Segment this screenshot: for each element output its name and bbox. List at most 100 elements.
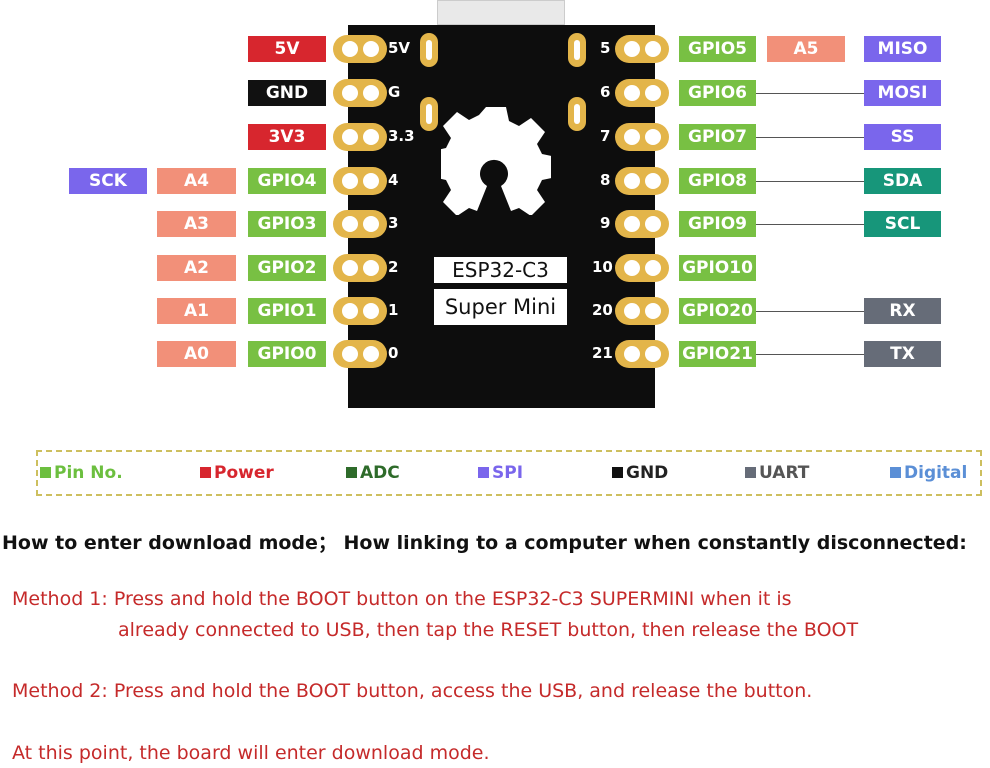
pin-pad xyxy=(333,123,387,151)
gpio-label: GPIO9 xyxy=(679,211,756,237)
gpio-label: 3V3 xyxy=(248,124,326,150)
gpio-label: GPIO5 xyxy=(679,36,756,62)
pin-number: 3.3 xyxy=(388,127,415,145)
function-label: RX xyxy=(864,298,941,324)
pin-pad xyxy=(615,123,669,151)
legend-label: SPI xyxy=(492,463,524,483)
pin-pad xyxy=(333,297,387,325)
pin-pad xyxy=(615,254,669,282)
pin-pad xyxy=(615,167,669,195)
pin-number: 5 xyxy=(600,39,611,57)
legend-label: Pin No. xyxy=(54,463,123,483)
analog-label: A1 xyxy=(157,298,236,324)
pin-number: 4 xyxy=(388,171,399,189)
legend-swatch-icon xyxy=(745,467,756,478)
legend-swatch-icon xyxy=(890,467,901,478)
pin-number: 5V xyxy=(388,39,411,57)
mount-slot xyxy=(568,97,586,131)
pin-number: 6 xyxy=(600,83,611,101)
method1-line2: already connected to USB, then tap the R… xyxy=(118,619,859,641)
pin-pad xyxy=(333,35,387,63)
pin-pad xyxy=(615,340,669,368)
gpio-label: GPIO21 xyxy=(679,341,756,367)
pin-number: 9 xyxy=(600,214,611,232)
pin-pad xyxy=(333,210,387,238)
gpio-label: GPIO1 xyxy=(248,298,326,324)
pin-pad xyxy=(615,35,669,63)
analog-label: A0 xyxy=(157,341,236,367)
pin-pad xyxy=(615,210,669,238)
pin-pad xyxy=(615,79,669,107)
analog-label: A5 xyxy=(767,36,845,62)
analog-label: A3 xyxy=(157,211,236,237)
board-name-label: ESP32-C3 xyxy=(434,257,567,283)
function-label: MISO xyxy=(864,36,941,62)
analog-label: A2 xyxy=(157,255,236,281)
pin-number: 21 xyxy=(592,344,613,362)
pin-pad xyxy=(615,297,669,325)
connector-line xyxy=(756,181,864,182)
pin-number: 1 xyxy=(388,301,399,319)
gpio-label: GND xyxy=(248,80,326,106)
gpio-label: GPIO3 xyxy=(248,211,326,237)
spi-label: SCK xyxy=(69,168,147,194)
function-label: SCL xyxy=(864,211,941,237)
pin-pad xyxy=(333,167,387,195)
connector-line xyxy=(756,93,864,94)
gpio-label: GPIO8 xyxy=(679,168,756,194)
esp32-c3-board: ESP32-C3 Super Mini xyxy=(348,25,655,408)
open-hardware-gear-icon xyxy=(441,107,551,215)
legend-item: Digital xyxy=(890,463,967,483)
legend-label: Digital xyxy=(904,463,968,483)
pin-number: 7 xyxy=(600,127,611,145)
pin-pad xyxy=(333,79,387,107)
gpio-label: GPIO2 xyxy=(248,255,326,281)
legend-label: ADC xyxy=(360,463,400,483)
legend-label: Power xyxy=(214,463,274,483)
instructions-heading: How to enter download mode； How linking … xyxy=(2,532,967,554)
gpio-label: GPIO10 xyxy=(679,255,756,281)
function-label: SS xyxy=(864,124,941,150)
gpio-label: GPIO6 xyxy=(679,80,756,106)
mount-slot xyxy=(420,97,438,131)
legend-label: GND xyxy=(626,463,669,483)
function-label: MOSI xyxy=(864,80,941,106)
gpio-label: GPIO20 xyxy=(679,298,756,324)
legend-item: Pin No. xyxy=(40,463,123,483)
connector-line xyxy=(756,354,864,355)
gpio-label: GPIO4 xyxy=(248,168,326,194)
pin-pad xyxy=(333,254,387,282)
gpio-label: 5V xyxy=(248,36,326,62)
function-label: TX xyxy=(864,341,941,367)
connector-line xyxy=(756,311,864,312)
connector-line xyxy=(756,224,864,225)
pin-pad xyxy=(333,340,387,368)
legend-item: SPI xyxy=(478,463,523,483)
legend-item: GND xyxy=(612,463,668,483)
legend-item: ADC xyxy=(346,463,400,483)
pin-number: 20 xyxy=(592,301,613,319)
usb-connector xyxy=(437,0,565,25)
pin-number: 10 xyxy=(592,258,613,276)
analog-label: A4 xyxy=(157,168,236,194)
legend-swatch-icon xyxy=(40,467,51,478)
legend-box xyxy=(36,450,982,496)
pin-number: 0 xyxy=(388,344,399,362)
function-label: SDA xyxy=(864,168,941,194)
method2-text: Method 2: Press and hold the BOOT button… xyxy=(12,680,813,702)
connector-line xyxy=(756,137,864,138)
legend-swatch-icon xyxy=(478,467,489,478)
legend-swatch-icon xyxy=(612,467,623,478)
mount-slot xyxy=(420,33,438,67)
legend-item: Power xyxy=(200,463,274,483)
method1-line1: Method 1: Press and hold the BOOT button… xyxy=(12,588,792,610)
legend-item: UART xyxy=(745,463,809,483)
legend-label: UART xyxy=(759,463,810,483)
mount-slot xyxy=(568,33,586,67)
conclusion-text: At this point, the board will enter down… xyxy=(12,742,490,764)
legend-swatch-icon xyxy=(346,467,357,478)
pin-number: G xyxy=(388,83,401,101)
pin-number: 8 xyxy=(600,171,611,189)
pin-number: 3 xyxy=(388,214,399,232)
pin-number: 2 xyxy=(388,258,399,276)
